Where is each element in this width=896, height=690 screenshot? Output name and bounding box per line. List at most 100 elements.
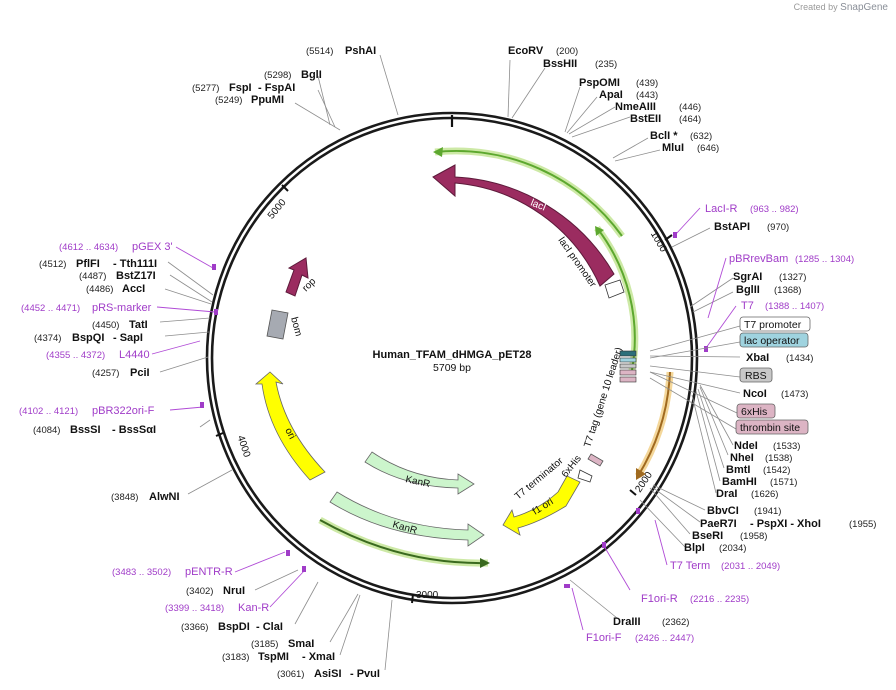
- box-lac-operator[interactable]: [739, 332, 809, 348]
- site-mlui[interactable]: MluI: [662, 142, 684, 154]
- site-pflfi[interactable]: PflFI: [76, 258, 100, 270]
- site-nmeaiii[interactable]: NmeAIII: [615, 101, 656, 113]
- kanR-arc[interactable]: [319, 519, 489, 565]
- site-nrui[interactable]: NruI: [223, 585, 245, 597]
- primer-t7-term[interactable]: T7 Term: [670, 560, 710, 572]
- site-bsssai[interactable]: - BssSαI: [112, 424, 156, 436]
- site-bcli[interactable]: BclI *: [650, 130, 678, 142]
- lacI-gene[interactable]: [432, 164, 615, 287]
- site-bgli[interactable]: BglI: [301, 69, 322, 81]
- site-pvui[interactable]: - PvuI: [350, 668, 380, 680]
- ori-region[interactable]: [254, 371, 326, 481]
- insert-arc[interactable]: [637, 371, 671, 477]
- site-bsteii[interactable]: BstEII: [630, 113, 661, 125]
- lac-operator-block[interactable]: [619, 350, 637, 357]
- pos-ncoi: (1473): [781, 389, 808, 400]
- pos-smai: (3185): [251, 639, 278, 650]
- box-rbs[interactable]: [739, 367, 773, 383]
- site-ppumi[interactable]: PpuMI: [251, 94, 284, 106]
- site-smai[interactable]: SmaI: [288, 638, 314, 650]
- site-bstz17i[interactable]: BstZ17I: [116, 270, 156, 282]
- primer-pbrrevbam[interactable]: pBRrevBam: [729, 253, 788, 265]
- primer-laci-r[interactable]: LacI-R: [705, 203, 737, 215]
- rop-gene[interactable]: [285, 257, 309, 297]
- box-thrombin-site-label: thrombin site: [740, 422, 800, 434]
- site-bamhi[interactable]: BamHI: [722, 476, 757, 488]
- pos-bseri: (1958): [740, 531, 767, 542]
- primer-f1ori-f-range: (2426 .. 2447): [635, 633, 694, 644]
- kanR-outer-label: KanR: [391, 519, 418, 536]
- site-pshai[interactable]: PshAI: [345, 45, 376, 57]
- site-pcii[interactable]: PciI: [130, 367, 150, 379]
- primer-t7[interactable]: T7: [741, 300, 754, 312]
- pos-bsssi: (4084): [33, 425, 60, 436]
- site-ecorv[interactable]: EcoRV: [508, 45, 544, 57]
- site-xbai[interactable]: XbaI: [746, 352, 769, 364]
- site-bspqi[interactable]: BspQI: [72, 332, 104, 344]
- site-tspmi[interactable]: TspMI: [258, 651, 289, 663]
- f1-ori[interactable]: [502, 475, 581, 536]
- pos-fspi: (5277): [192, 83, 219, 94]
- site-sapi[interactable]: - SapI: [113, 332, 143, 344]
- box-t7-promoter-label: T7 promoter: [744, 319, 802, 331]
- pos-sgrai: (1327): [779, 272, 806, 283]
- kanR-inner[interactable]: [364, 451, 475, 495]
- primer-l4440[interactable]: L4440: [119, 349, 150, 361]
- kanR-outer[interactable]: [329, 491, 485, 547]
- his6-block[interactable]: [619, 369, 637, 376]
- site-bglii[interactable]: BglII: [736, 284, 760, 296]
- site-blpi[interactable]: BlpI: [684, 542, 705, 554]
- primer-f1ori-f[interactable]: F1ori-F: [586, 632, 622, 644]
- site-acci[interactable]: AccI: [122, 283, 145, 295]
- site-pspxi-xhoi[interactable]: - PspXI - XhoI: [750, 518, 821, 530]
- site-ncoi[interactable]: NcoI: [743, 388, 767, 400]
- site-alwni[interactable]: AlwNI: [149, 491, 180, 503]
- site-paer7i[interactable]: PaeR7I: [700, 518, 737, 530]
- site-sgrai[interactable]: SgrAI: [733, 271, 762, 283]
- site-bbvci[interactable]: BbvCI: [707, 505, 739, 517]
- site-apai[interactable]: ApaI: [599, 89, 623, 101]
- site-bsssi[interactable]: BssSI: [70, 424, 101, 436]
- site-bsshii[interactable]: BssHII: [543, 58, 577, 70]
- site-drai[interactable]: DraI: [716, 488, 737, 500]
- lac-operator-block-2[interactable]: [619, 357, 637, 363]
- pos-bamhi: (1571): [770, 477, 797, 488]
- site-bmti[interactable]: BmtI: [726, 464, 750, 476]
- site-fspi[interactable]: FspI: [229, 82, 252, 94]
- box-t7-promoter[interactable]: [739, 316, 811, 332]
- box-6xhis[interactable]: [736, 403, 776, 419]
- plasmid-size: 5709 bp: [433, 362, 471, 374]
- pos-bspqi: (4374): [34, 333, 61, 344]
- green-arc-top[interactable]: [434, 149, 623, 237]
- primer-prs-marker[interactable]: pRS-marker: [92, 302, 152, 314]
- site-bseri[interactable]: BseRI: [692, 530, 723, 542]
- site-bspdi[interactable]: BspDI: [218, 621, 250, 633]
- primer-f1ori-r[interactable]: F1ori-R: [641, 593, 678, 605]
- site-clai[interactable]: - ClaI: [256, 621, 283, 633]
- brand-prefix: Created by: [793, 2, 838, 12]
- rbs-block[interactable]: [619, 363, 637, 369]
- site-draiii[interactable]: DraIII: [613, 616, 641, 628]
- thrombin-block[interactable]: [619, 376, 637, 383]
- primer-kan-r[interactable]: Kan-R: [238, 602, 269, 614]
- box-thrombin-site[interactable]: [735, 419, 809, 435]
- primer-pbr322ori-f[interactable]: pBR322ori-F: [92, 405, 155, 417]
- primer-pgex3[interactable]: pGEX 3': [132, 241, 173, 253]
- site-fspai[interactable]: - FspAI: [258, 82, 295, 94]
- primer-pentr-r[interactable]: pENTR-R: [185, 566, 233, 578]
- site-ndei[interactable]: NdeI: [734, 440, 758, 452]
- bom-region[interactable]: [266, 309, 289, 340]
- site-nhei[interactable]: NheI: [730, 452, 754, 464]
- lacI-promoter-marker[interactable]: [604, 279, 625, 299]
- site-asisi[interactable]: AsiSI: [314, 668, 342, 680]
- pos-tati: (4450): [92, 320, 119, 331]
- his6-small[interactable]: [587, 453, 604, 467]
- site-pspomi[interactable]: PspOMI: [579, 77, 620, 89]
- t7-terminator-marker[interactable]: [577, 469, 593, 483]
- site-tati[interactable]: TatI: [129, 319, 148, 331]
- site-xmai[interactable]: - XmaI: [302, 651, 335, 663]
- site-tth111i[interactable]: - Tth111I: [113, 258, 157, 270]
- pos-bsteii: (464): [679, 114, 701, 125]
- site-bstapi[interactable]: BstAPI: [714, 221, 750, 233]
